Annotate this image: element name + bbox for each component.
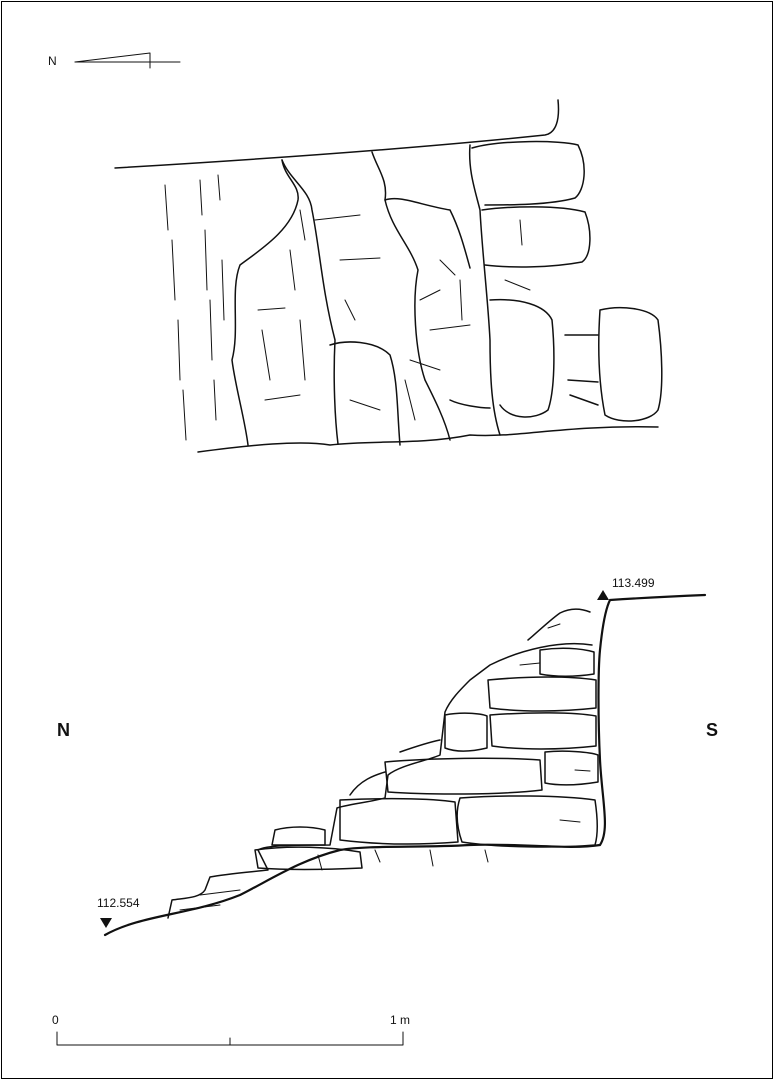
scale-end-label: 1 m xyxy=(390,1013,411,1027)
elevation-marker-low-icon xyxy=(100,918,112,928)
wall-plan-view xyxy=(114,99,663,453)
wall-section-view xyxy=(103,593,707,937)
section-south-label: S xyxy=(706,720,719,740)
scale-bar xyxy=(56,1031,404,1046)
section-north-label: N xyxy=(57,720,70,740)
north-arrow-icon xyxy=(74,52,181,69)
scale-start-label: 0 xyxy=(52,1013,59,1027)
north-arrow-label: N xyxy=(48,54,57,68)
elevation-high-label: 113.499 xyxy=(612,576,655,590)
elevation-marker-high-icon xyxy=(597,590,609,600)
elevation-low-label: 112.554 xyxy=(97,896,140,910)
